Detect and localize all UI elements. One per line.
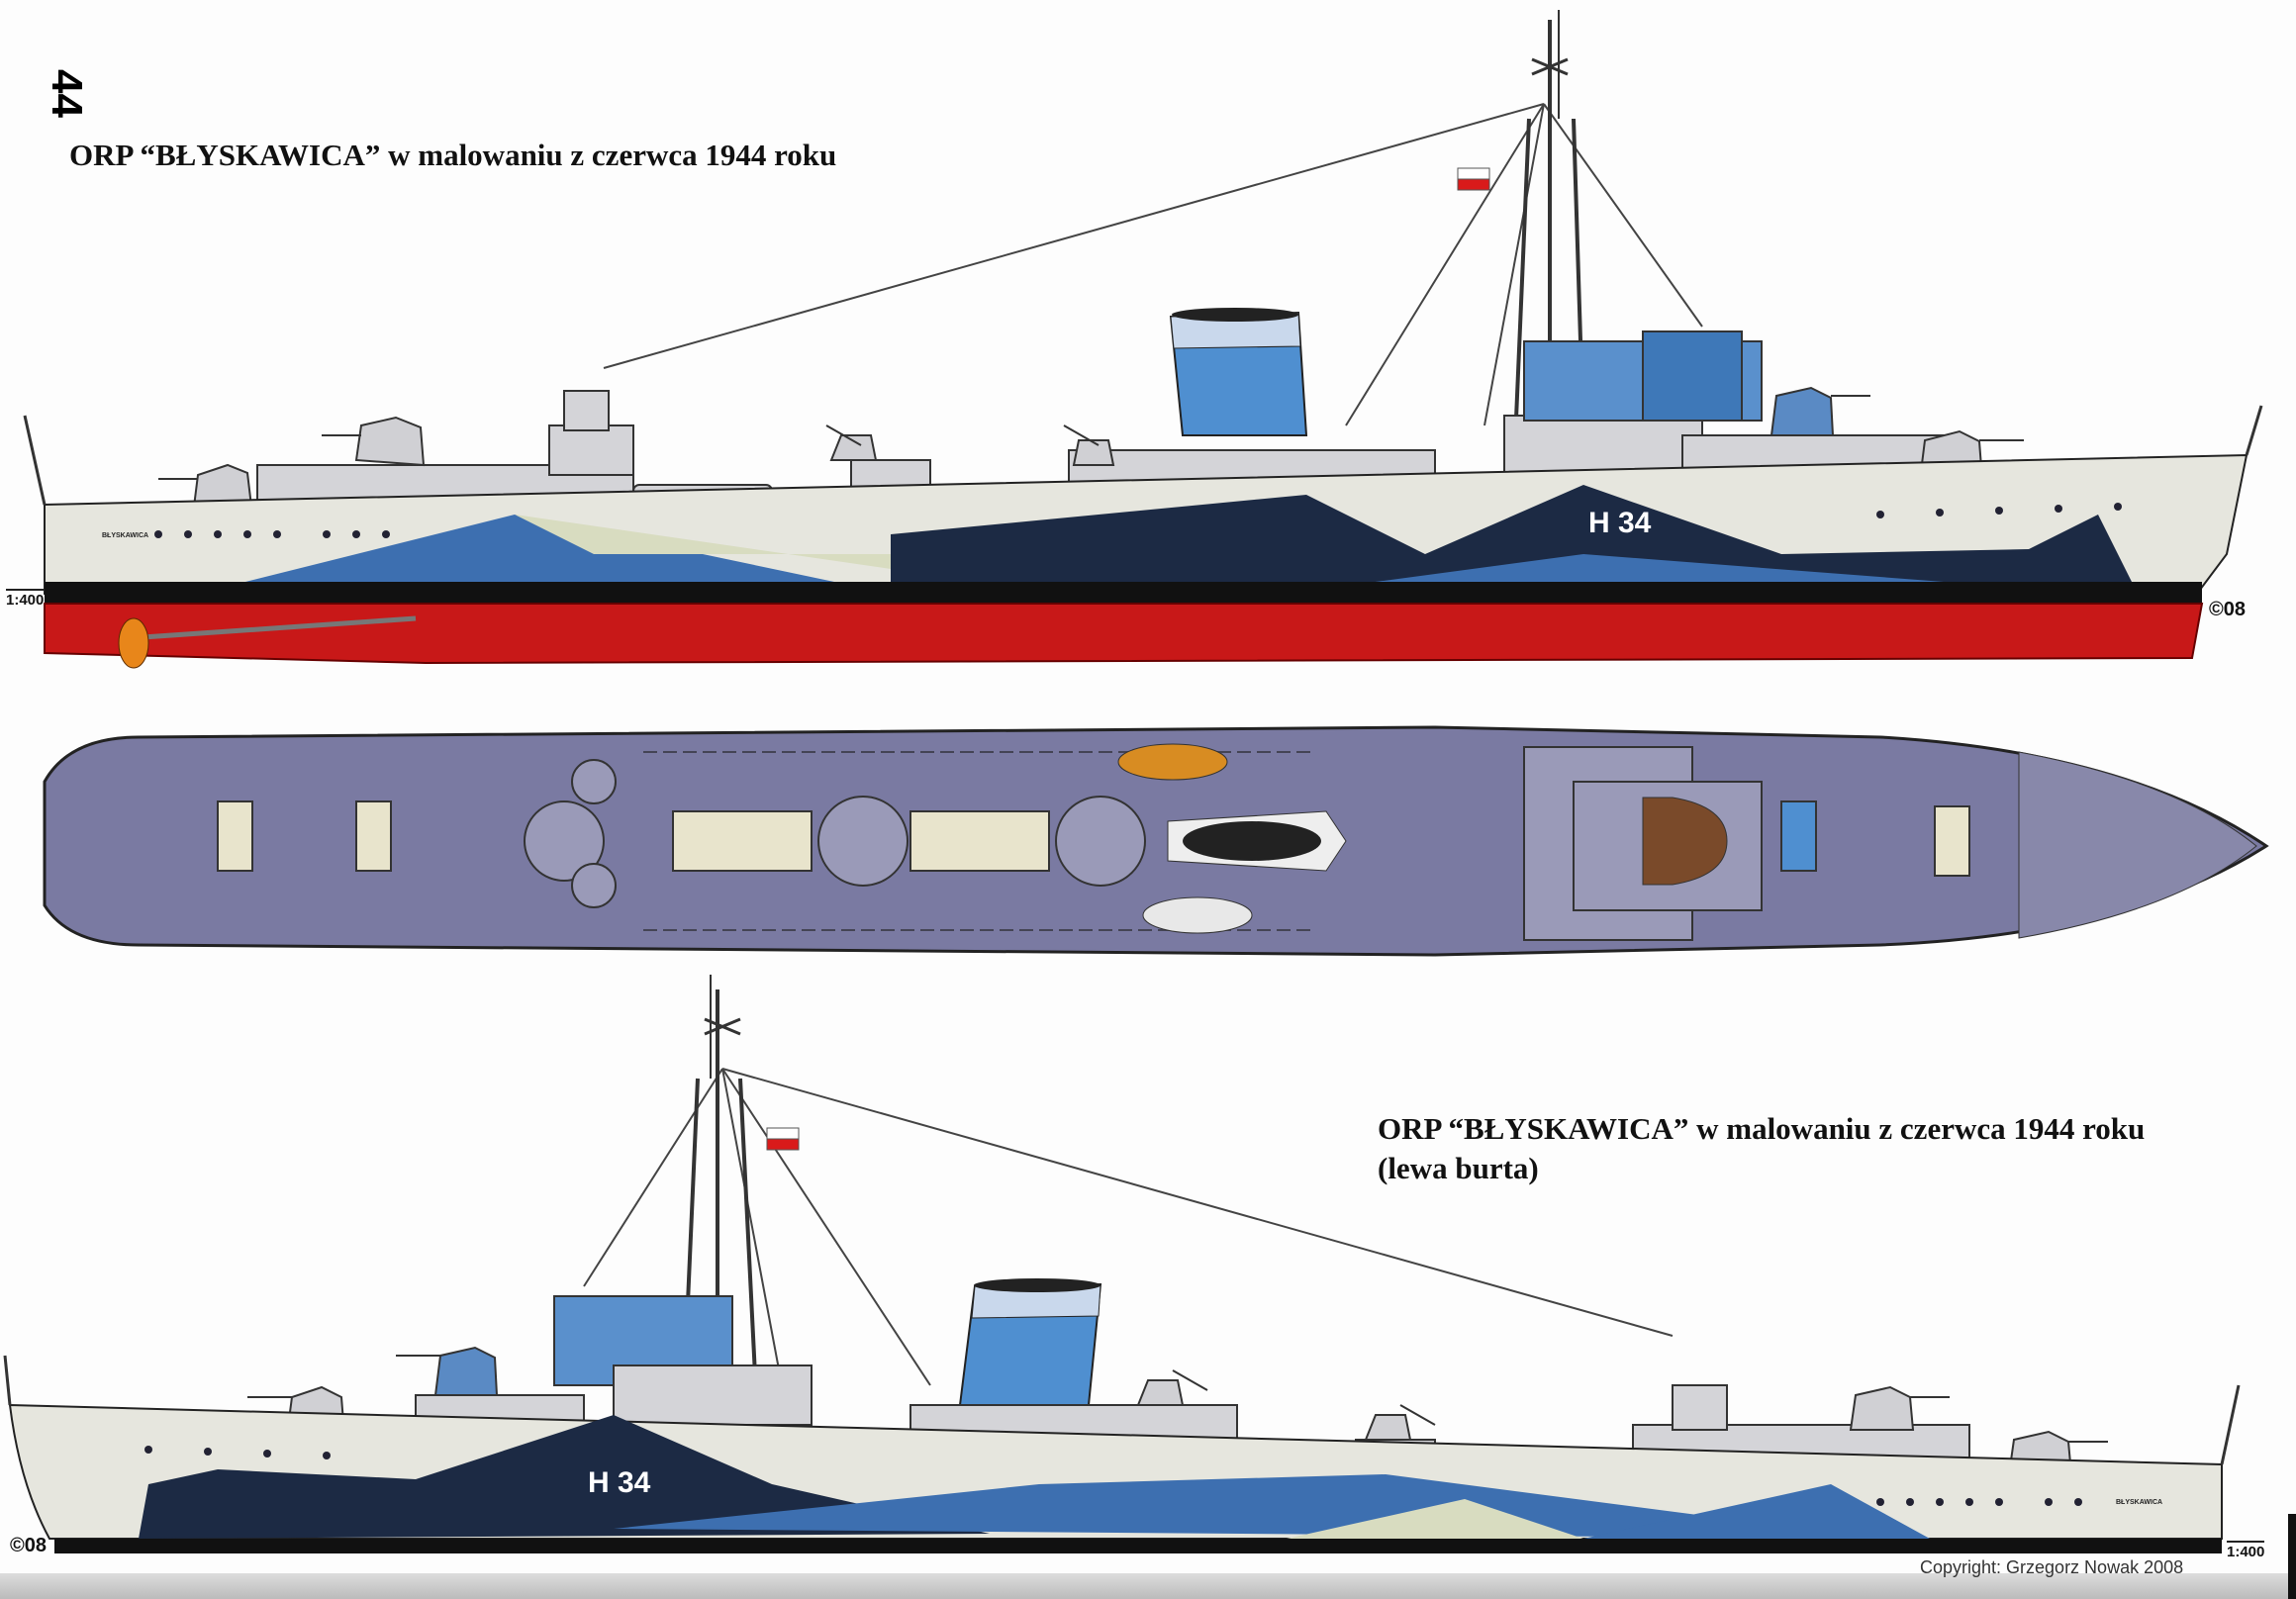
camo-blue (614, 1474, 1880, 1539)
hull-name: BŁYSKAWICA (2116, 1499, 2162, 1506)
antifouling (44, 603, 2204, 665)
portholes (154, 503, 2122, 538)
camo-dark (139, 1415, 990, 1539)
title-starboard: ORP “BŁYSKAWICA” w malowaniu z czerwca 1… (69, 138, 837, 172)
propeller (118, 617, 149, 669)
pennant-number: H 34 (1588, 507, 1652, 539)
port-profile: H 34 BŁYSKAWICA ©08 (3, 975, 2241, 1556)
boat (1117, 743, 1228, 781)
rigging (583, 1068, 1674, 1386)
boot-topping (45, 582, 2202, 604)
gun-houses (217, 800, 1970, 877)
boot-topping (54, 1539, 2222, 1553)
scan-edge (2288, 1514, 2296, 1599)
title-port-subtitle: (lewa burta) (1378, 1151, 1539, 1185)
signature: ©08 (10, 1535, 47, 1556)
portholes (144, 1446, 2082, 1506)
hull-name: BŁYSKAWICA (102, 532, 148, 539)
scale-label-top: 1:400 (6, 589, 45, 609)
pennant-number: H 34 (588, 1466, 651, 1499)
signature: ©08 (2209, 599, 2246, 620)
plan-view (43, 725, 2269, 957)
page-gutter-shadow (0, 1573, 2296, 1599)
boat (1142, 896, 1253, 934)
rigging (603, 103, 1703, 426)
starboard-profile: H 34 BŁYSKAWICA ©08 (23, 10, 2263, 669)
polish-ensign (766, 1127, 800, 1140)
camo-blue (198, 515, 891, 594)
scale-label-bottom: 1:400 (2227, 1541, 2265, 1560)
camo-dark (891, 485, 2138, 594)
title-port: ORP “BŁYSKAWICA” w malowaniu z czerwca 1… (1378, 1111, 2146, 1146)
copyright-text: Copyright: Grzegorz Nowak 2008 (1920, 1557, 2184, 1577)
propeller-shaft (128, 615, 417, 641)
polish-ensign (1457, 167, 1490, 180)
